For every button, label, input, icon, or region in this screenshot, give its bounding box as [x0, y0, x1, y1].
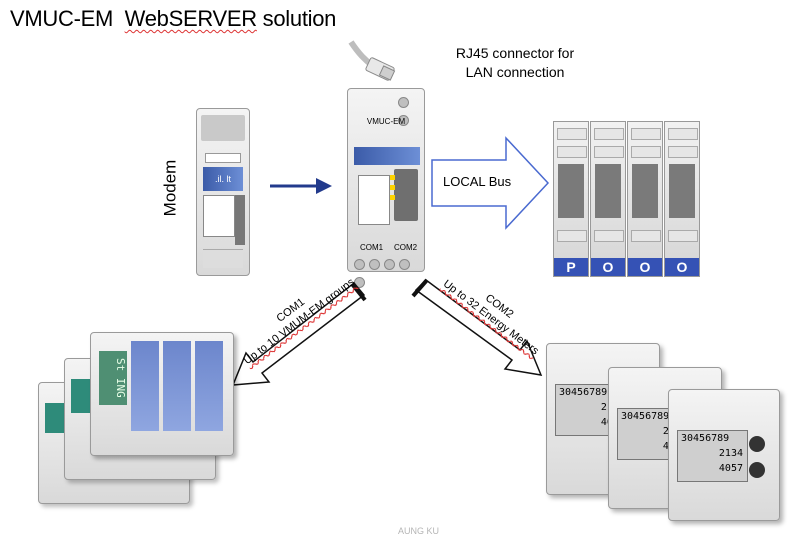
modem-to-vmuc-arrow: [270, 178, 332, 194]
rj45-note-line2: LAN connection: [465, 64, 565, 80]
com1-port-label: COM1: [360, 243, 384, 252]
page-title: VMUC-EM WebSERVER solution: [10, 6, 336, 32]
module-o-3: O: [664, 121, 700, 277]
meter-3-reading-2: 2134: [718, 448, 743, 459]
com2-arrow: [411, 278, 543, 376]
module-p: P: [553, 121, 589, 277]
module-o-2-label: O: [628, 258, 662, 276]
meter-3-reading-3: 4057: [718, 463, 743, 474]
local-bus-arrow: [431, 136, 550, 230]
local-bus-label: LOCAL Bus: [443, 174, 512, 189]
com2-port-label: COM2: [394, 243, 418, 252]
module-o-1: O: [590, 121, 626, 277]
vmum-em-groups-image: St ING: [38, 330, 234, 505]
modem-device: .il. lt: [196, 108, 250, 276]
rj45-plug-image: [345, 40, 403, 88]
meter-3-reading-1: 30456789: [681, 433, 730, 444]
meter-1-reading-1: 30456789: [559, 387, 608, 398]
energy-meter-3: 30456789 2134 4057: [668, 389, 780, 521]
energy-meters-image: 30456789 2134 4057 30456789 2134 4057 30…: [546, 343, 781, 521]
module-o-3-label: O: [665, 258, 699, 276]
com1-arrow: [231, 281, 367, 386]
rj45-note-line1: RJ45 connector for: [455, 45, 575, 61]
module-o-2: O: [627, 121, 663, 277]
rj45-note: RJ45 connector for LAN connection: [430, 44, 600, 82]
title-product: VMUC-EM: [10, 6, 114, 31]
module-p-label: P: [554, 258, 588, 276]
meter-2-reading-1: 30456789: [621, 411, 670, 422]
title-suffix: solution: [262, 6, 337, 31]
module-o-1-label: O: [591, 258, 625, 276]
vmuc-em-device: VMUC-EM COM1 COM2: [347, 88, 425, 288]
title-webserver: WebSERVER: [124, 6, 258, 31]
local-bus-modules: P O O O: [553, 121, 700, 277]
vmuc-em-label: VMUC-EM: [366, 117, 406, 126]
watermark: AUNG KU: [398, 526, 440, 536]
